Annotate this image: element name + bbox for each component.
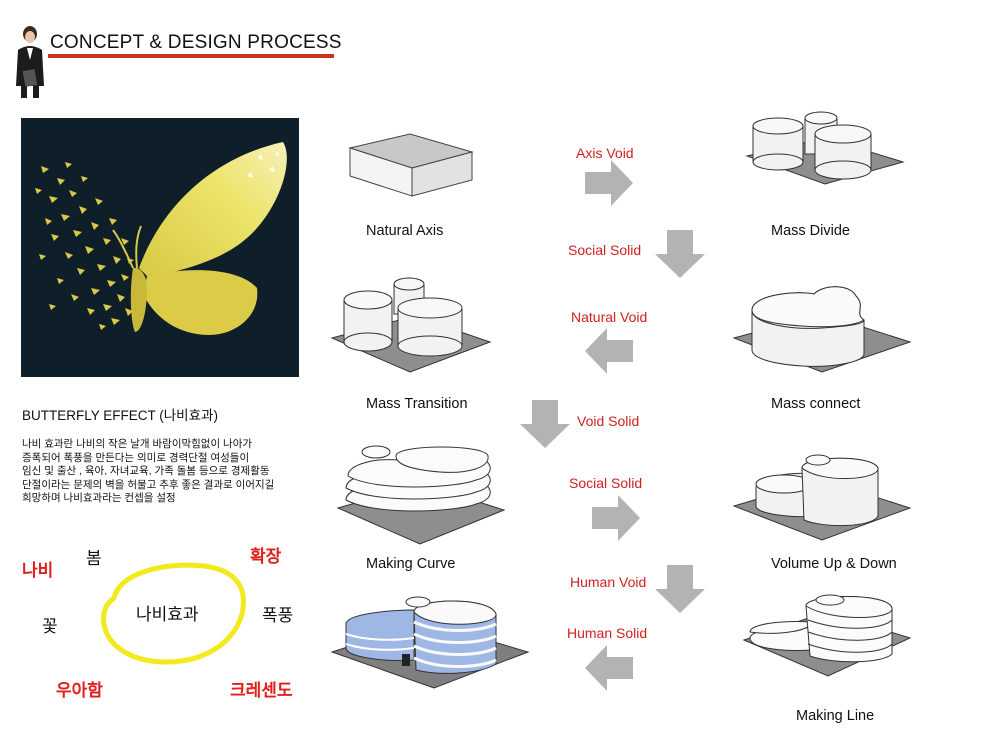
model-mass-transition [330, 277, 492, 373]
description-line: 나비 효과란 나비의 작은 날개 바람이막힘없이 나아가 [22, 438, 253, 450]
step-label: Making Curve [366, 556, 456, 572]
operation-label: Human Void [570, 574, 647, 590]
keyword-expand: 확장 [250, 547, 282, 566]
step-label: Natural Axis [366, 223, 444, 239]
arrow-left-icon [585, 328, 633, 374]
model-making-line [742, 594, 912, 677]
operation-label: Human Solid [567, 625, 648, 641]
operation-label: Void Solid [577, 413, 640, 429]
step-label: Mass Divide [771, 223, 850, 239]
model-volume-up-down [732, 454, 912, 541]
operation-label: Axis Void [576, 145, 634, 161]
step-label: Mass connect [771, 396, 861, 412]
model-mass-divide [745, 111, 905, 185]
keyword-spring: 봄 [86, 549, 102, 568]
concept-heading: BUTTERFLY EFFECT (나비효과) [22, 408, 218, 423]
butterfly-icon [35, 142, 287, 335]
keyword-crescendo: 크레센도 [230, 681, 293, 700]
arrow-left-icon [585, 645, 633, 691]
model-natural-axis [348, 133, 474, 197]
description-line: 임신 및 출산 , 육아, 자녀교육, 가족 돌봄 등으로 경제활동 [22, 465, 270, 477]
keyword-storm: 폭풍 [262, 606, 294, 625]
model-mass-connect [732, 286, 912, 373]
title-underline [48, 54, 334, 58]
presenter-figure-icon [16, 26, 44, 98]
keyword-center: 나비효과 [136, 605, 199, 624]
description-line: 희망하며 나비효과라는 컨셉을 설정 [22, 492, 176, 504]
presenter-avatar [10, 24, 46, 100]
arrow-down-icon [655, 565, 705, 613]
description-line: 증폭되어 폭풍을 만든다는 의미로 경력단절 여성들이 [22, 451, 250, 464]
keyword-butterfly: 나비 [22, 561, 54, 580]
butterfly-image [21, 118, 299, 377]
page-title: CONCEPT & DESIGN PROCESS [50, 32, 342, 53]
step-label: Mass Transition [366, 396, 468, 412]
step-label: Volume Up & Down [771, 556, 897, 572]
arrow-down-icon [520, 400, 570, 448]
operation-label: Natural Void [571, 309, 648, 325]
arrow-down-icon [655, 230, 705, 278]
model-final-glass [330, 596, 530, 689]
operation-label: Social Solid [569, 475, 643, 491]
description-line: 단절이라는 문제의 벽을 허물고 추후 좋은 결과로 이어지길 [22, 478, 275, 491]
step-label: Making Line [796, 708, 875, 724]
operation-label: Social Solid [568, 242, 642, 258]
model-making-curve [336, 445, 506, 545]
arrow-right-icon [592, 495, 640, 541]
keyword-grace: 우아함 [56, 681, 103, 700]
keyword-flower: 꽃 [42, 617, 58, 636]
keyword-circle [101, 562, 246, 665]
concept-description: 나비 효과란 나비의 작은 날개 바람이막힘없이 나아가 증폭되어 폭풍을 만든… [22, 438, 322, 506]
arrow-right-icon [585, 160, 633, 206]
